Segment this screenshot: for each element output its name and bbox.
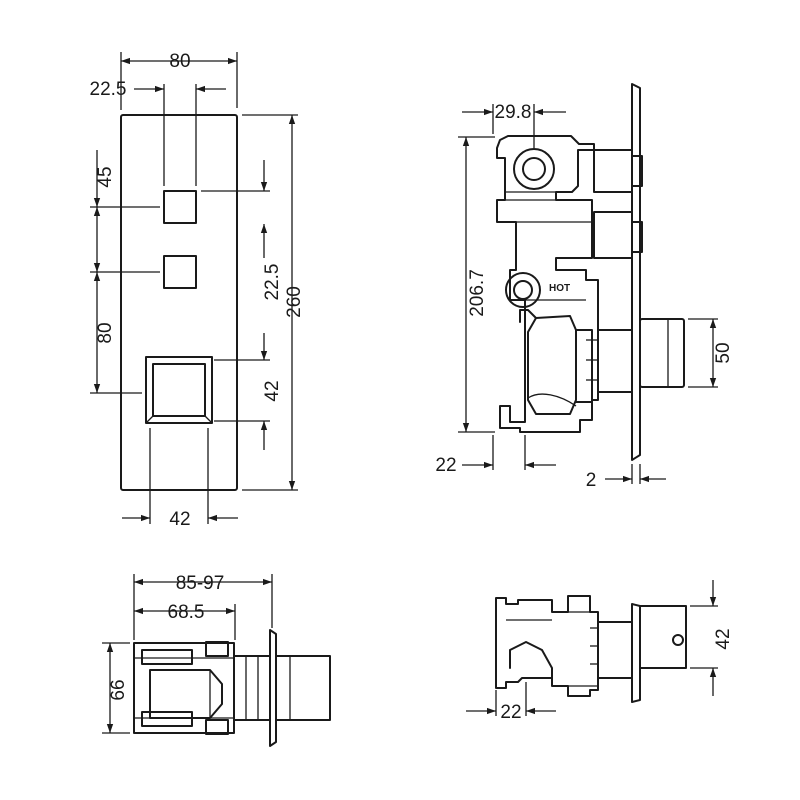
control-knob-inner [152,363,206,417]
front-plate [120,114,238,491]
dim-top-body-depth: 68.5 [168,602,205,623]
dim-side-knob-height: 50 [713,342,734,363]
upper-port-outer [513,148,555,190]
top2-knob [639,605,687,669]
dim-front-pitch: 80 [95,322,116,343]
dim-front-knob-height: 42 [262,380,283,401]
front-view: 80 22.5 260 45 80 22.5 42 42 [90,51,305,530]
side-knob [639,318,685,388]
dim-front-spacing: 22.5 [262,264,283,301]
hot-label: HOT [549,283,570,294]
dim-top2-depth: 22 [500,702,521,723]
dim-front-offset: 22.5 [90,79,127,100]
hot-port-outer [505,272,541,308]
dim-side-top-offset: 29.8 [495,102,532,123]
dim-front-width: 80 [169,51,190,72]
dim-top-body-height: 66 [108,679,129,700]
dim-top-total-depth: 85-97 [176,573,225,594]
top2-body [495,595,599,697]
dim-side-body-height: 206.7 [467,269,488,317]
top-view-left: 85-97 68.5 66 [102,573,331,747]
lower-button [163,255,197,289]
dim-top2-knob-height: 42 [713,628,734,649]
hot-port-inner [513,280,533,300]
upper-button [163,190,197,224]
side-body [496,135,599,433]
side-plate [631,83,641,461]
top-view-right: 22 42 [466,580,734,723]
upper-port-inner [522,157,546,181]
control-knob-outer [145,356,213,424]
dim-front-height: 260 [284,286,305,318]
top-knob [275,655,331,721]
dim-front-top-offset: 45 [95,166,116,187]
dim-side-depth: 22 [435,455,456,476]
top2-knob-hole [672,634,684,646]
dim-side-plate-thickness: 2 [586,470,597,491]
side-view: HOT 29.8 206.7 50 [435,83,734,491]
dim-front-knob-width: 42 [169,509,190,530]
